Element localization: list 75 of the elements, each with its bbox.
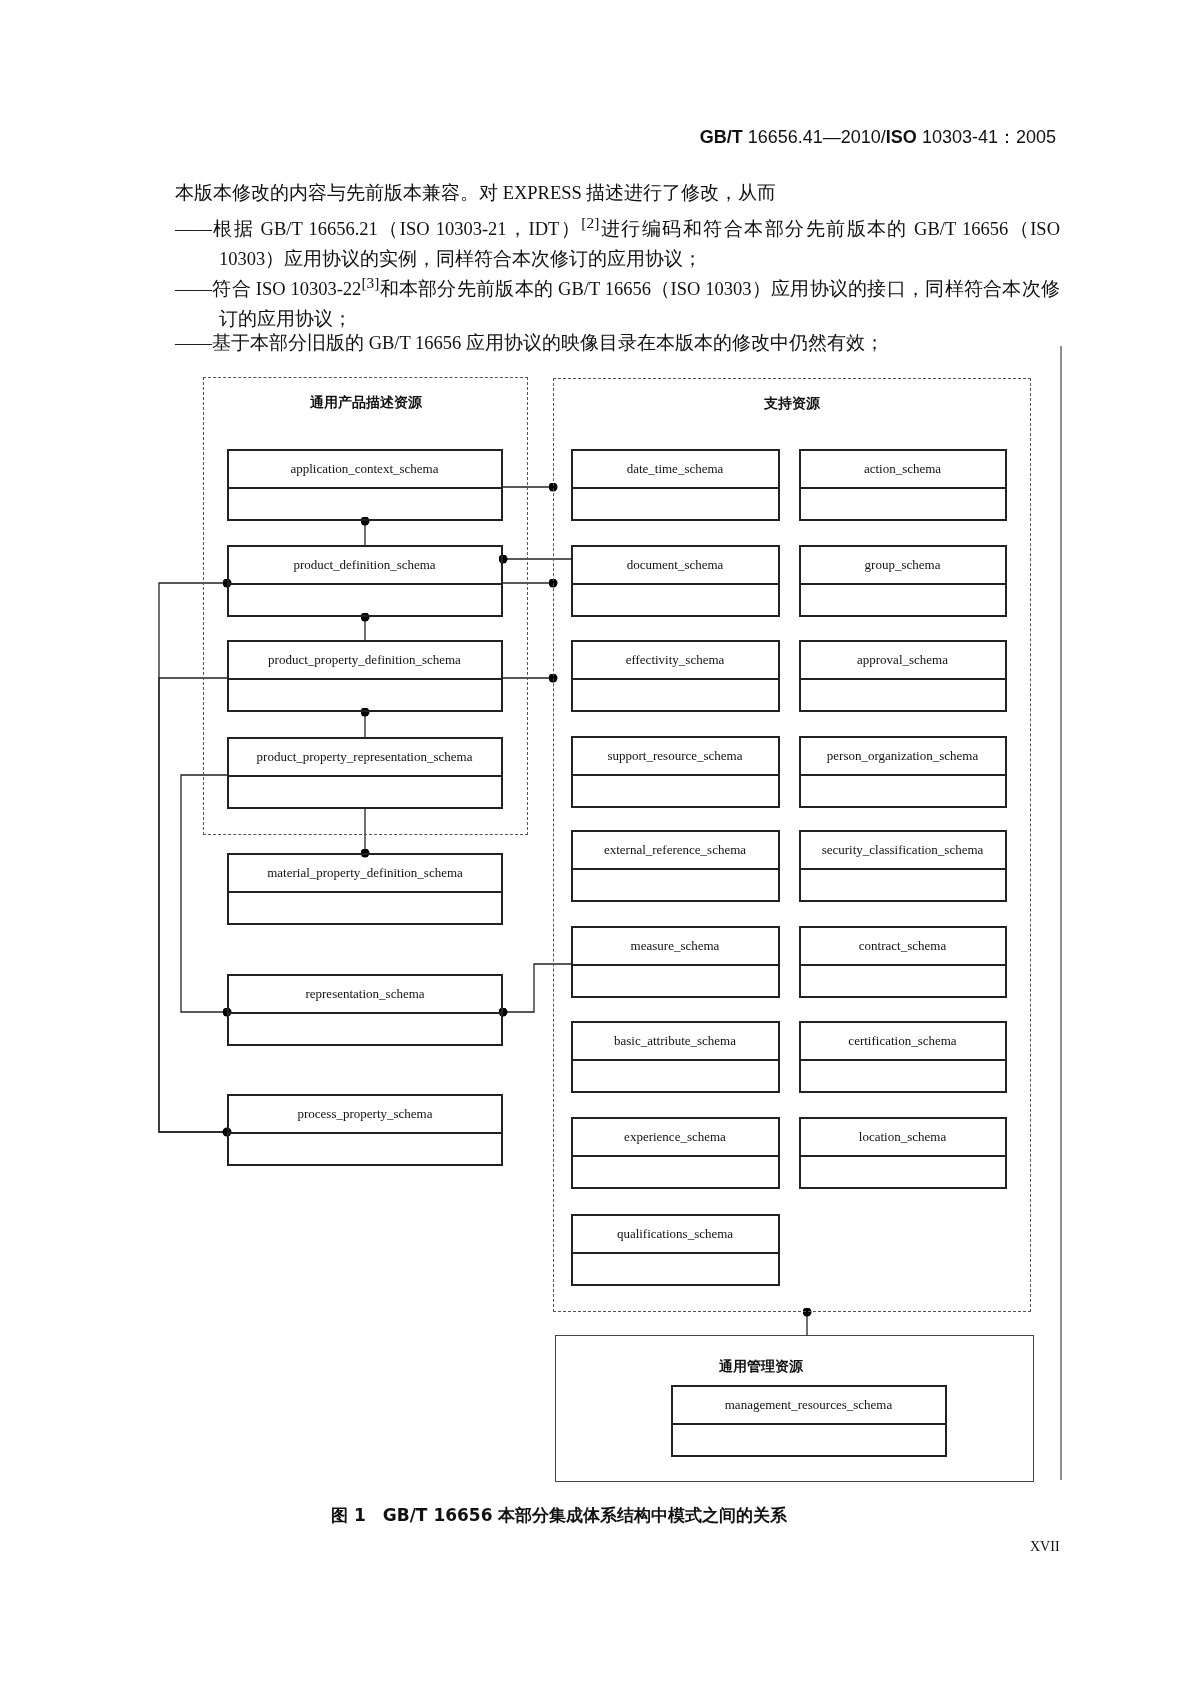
schema-name: management_resources_schema (724, 1396, 893, 1413)
connector-line (360, 516, 370, 546)
schema-name: application_context_schema (290, 460, 439, 477)
schema-name: product_property_representation_schema (256, 748, 473, 765)
schema-name: material_property_definition_schema (267, 865, 463, 881)
schema-name: document_schema (626, 556, 724, 573)
schema-name: experience_schema (624, 1128, 726, 1145)
schema-name: basic_attribute_schema (614, 1032, 736, 1049)
page-number: XVII (1030, 1538, 1060, 1556)
schema-box (798, 448, 1007, 521)
body-text: ——根据 GB/T 16656.21（ISO 10303-21，IDT）$^{[2]}$进行编码和符合本部分先前版本的 GB/T 16656（ISO 10303）应用协议的实例，同样符合本次修订的应用协议； (175, 213, 1060, 272)
schema-box (798, 639, 1007, 712)
schema-box (798, 735, 1007, 808)
schema-name: product_definition_schema (293, 556, 436, 573)
body-text: ——基于本部分旧版的 GB/T 16656 应用协议的映像目录在本版本的修改中仍然有效； (175, 332, 885, 355)
schema-name: action_schema (863, 460, 942, 477)
schema-box (570, 1020, 780, 1093)
schema-name: process_property_schema (297, 1106, 433, 1122)
schema-name: location_schema (858, 1128, 947, 1145)
figure-caption: 图 1 GB/T 16656 本部分集成体系结构中模式之间的关系 (331, 1504, 788, 1527)
group-title: 支持资源 (763, 395, 821, 413)
schema-box (798, 544, 1007, 617)
schema-box (570, 829, 780, 902)
connector-line (360, 808, 370, 858)
schema-name: effectivity_schema (625, 651, 725, 668)
schema-box (570, 544, 780, 617)
schema-name: group_schema (864, 556, 941, 573)
running-header: GB/T 16656.41—2010/ISO 10303-41：2005 (699, 126, 1056, 149)
connector-line (360, 707, 370, 738)
schema-name: qualifications_schema (616, 1225, 734, 1242)
body-text: 本版本修改的内容与先前版本兼容。对 EXPRESS 描述进行了修改，从而 (175, 182, 778, 205)
schema-name: certification_schema (848, 1032, 957, 1049)
schema-name: date_time_schema (626, 460, 724, 477)
schema-box (798, 925, 1007, 998)
schema-box (570, 1213, 780, 1286)
schema-name: person_organization_schema (826, 747, 979, 764)
schema-name: representation_schema (305, 986, 425, 1002)
connector-line (502, 578, 558, 588)
connector-line (360, 612, 370, 641)
schema-name: security_classification_schema (821, 841, 984, 858)
schema-box (570, 1116, 780, 1189)
schema-name: external_reference_schema (603, 841, 747, 858)
schema-box (570, 639, 780, 712)
schema-box (226, 639, 503, 712)
schema-box (570, 925, 780, 998)
group-frame (203, 377, 528, 835)
connector-line (158, 677, 228, 1133)
group-title: 通用管理资源 (719, 1358, 803, 1376)
schema-box (798, 829, 1007, 902)
schema-name: support_resource_schema (607, 747, 743, 764)
schema-box (226, 544, 503, 617)
schema-box (226, 736, 503, 809)
schema-box (798, 1020, 1007, 1093)
schema-box (798, 1116, 1007, 1189)
schema-box (227, 853, 503, 925)
group-frame (555, 1335, 1034, 1482)
schema-name: contract_schema (858, 937, 947, 954)
connector-line (498, 963, 572, 1017)
schema-box (670, 1384, 947, 1457)
connector-line (502, 673, 558, 683)
schema-name: product_property_definition_schema (268, 651, 461, 668)
schema-box (570, 735, 780, 808)
group-frame (553, 378, 1031, 1312)
connector-line (498, 554, 572, 564)
body-text: ——符合 ISO 10303-22$^{[3]}$和本部分先前版本的 GB/T 16656（ISO 10303）应用协议的接口，同样符合本次修订的应用协议； (175, 273, 1060, 332)
connector-line (180, 774, 232, 1017)
schema-box (570, 448, 780, 521)
schema-name: approval_schema (857, 651, 948, 668)
schema-name: measure_schema (630, 937, 720, 954)
schema-box (226, 448, 503, 521)
connector-line (802, 1307, 812, 1336)
schema-box (227, 1094, 503, 1166)
group-title: 通用产品描述资源 (308, 394, 423, 412)
connector-line (502, 482, 558, 492)
schema-box (227, 974, 503, 1046)
